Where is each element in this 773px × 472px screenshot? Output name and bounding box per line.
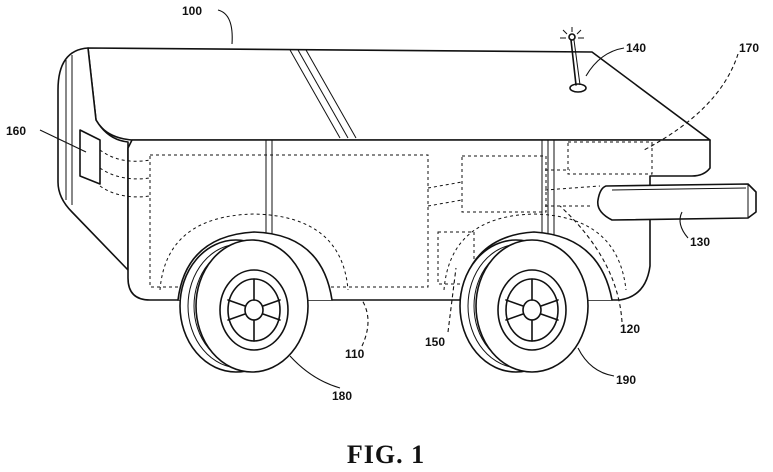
module-170	[567, 141, 653, 175]
label-100: 100	[182, 4, 202, 18]
label-150: 150	[425, 335, 445, 349]
vehicle-body	[57, 47, 711, 301]
rear-wheel-180	[179, 239, 309, 373]
module-150	[437, 231, 475, 285]
label-130: 130	[690, 235, 710, 249]
side-panel-160	[79, 129, 101, 185]
front-wheel-190	[459, 239, 589, 373]
figure-caption: FIG. 1	[347, 440, 425, 469]
label-180: 180	[332, 389, 352, 403]
antenna-140	[560, 27, 587, 93]
compartment-120	[461, 155, 547, 213]
label-170: 170	[739, 41, 759, 55]
leader-lines	[39, 9, 739, 389]
label-190: 190	[616, 373, 636, 387]
front-arm-130	[596, 183, 757, 221]
label-120: 120	[620, 322, 640, 336]
label-160: 160	[6, 124, 26, 138]
label-110: 110	[345, 347, 365, 361]
label-140: 140	[626, 41, 646, 55]
